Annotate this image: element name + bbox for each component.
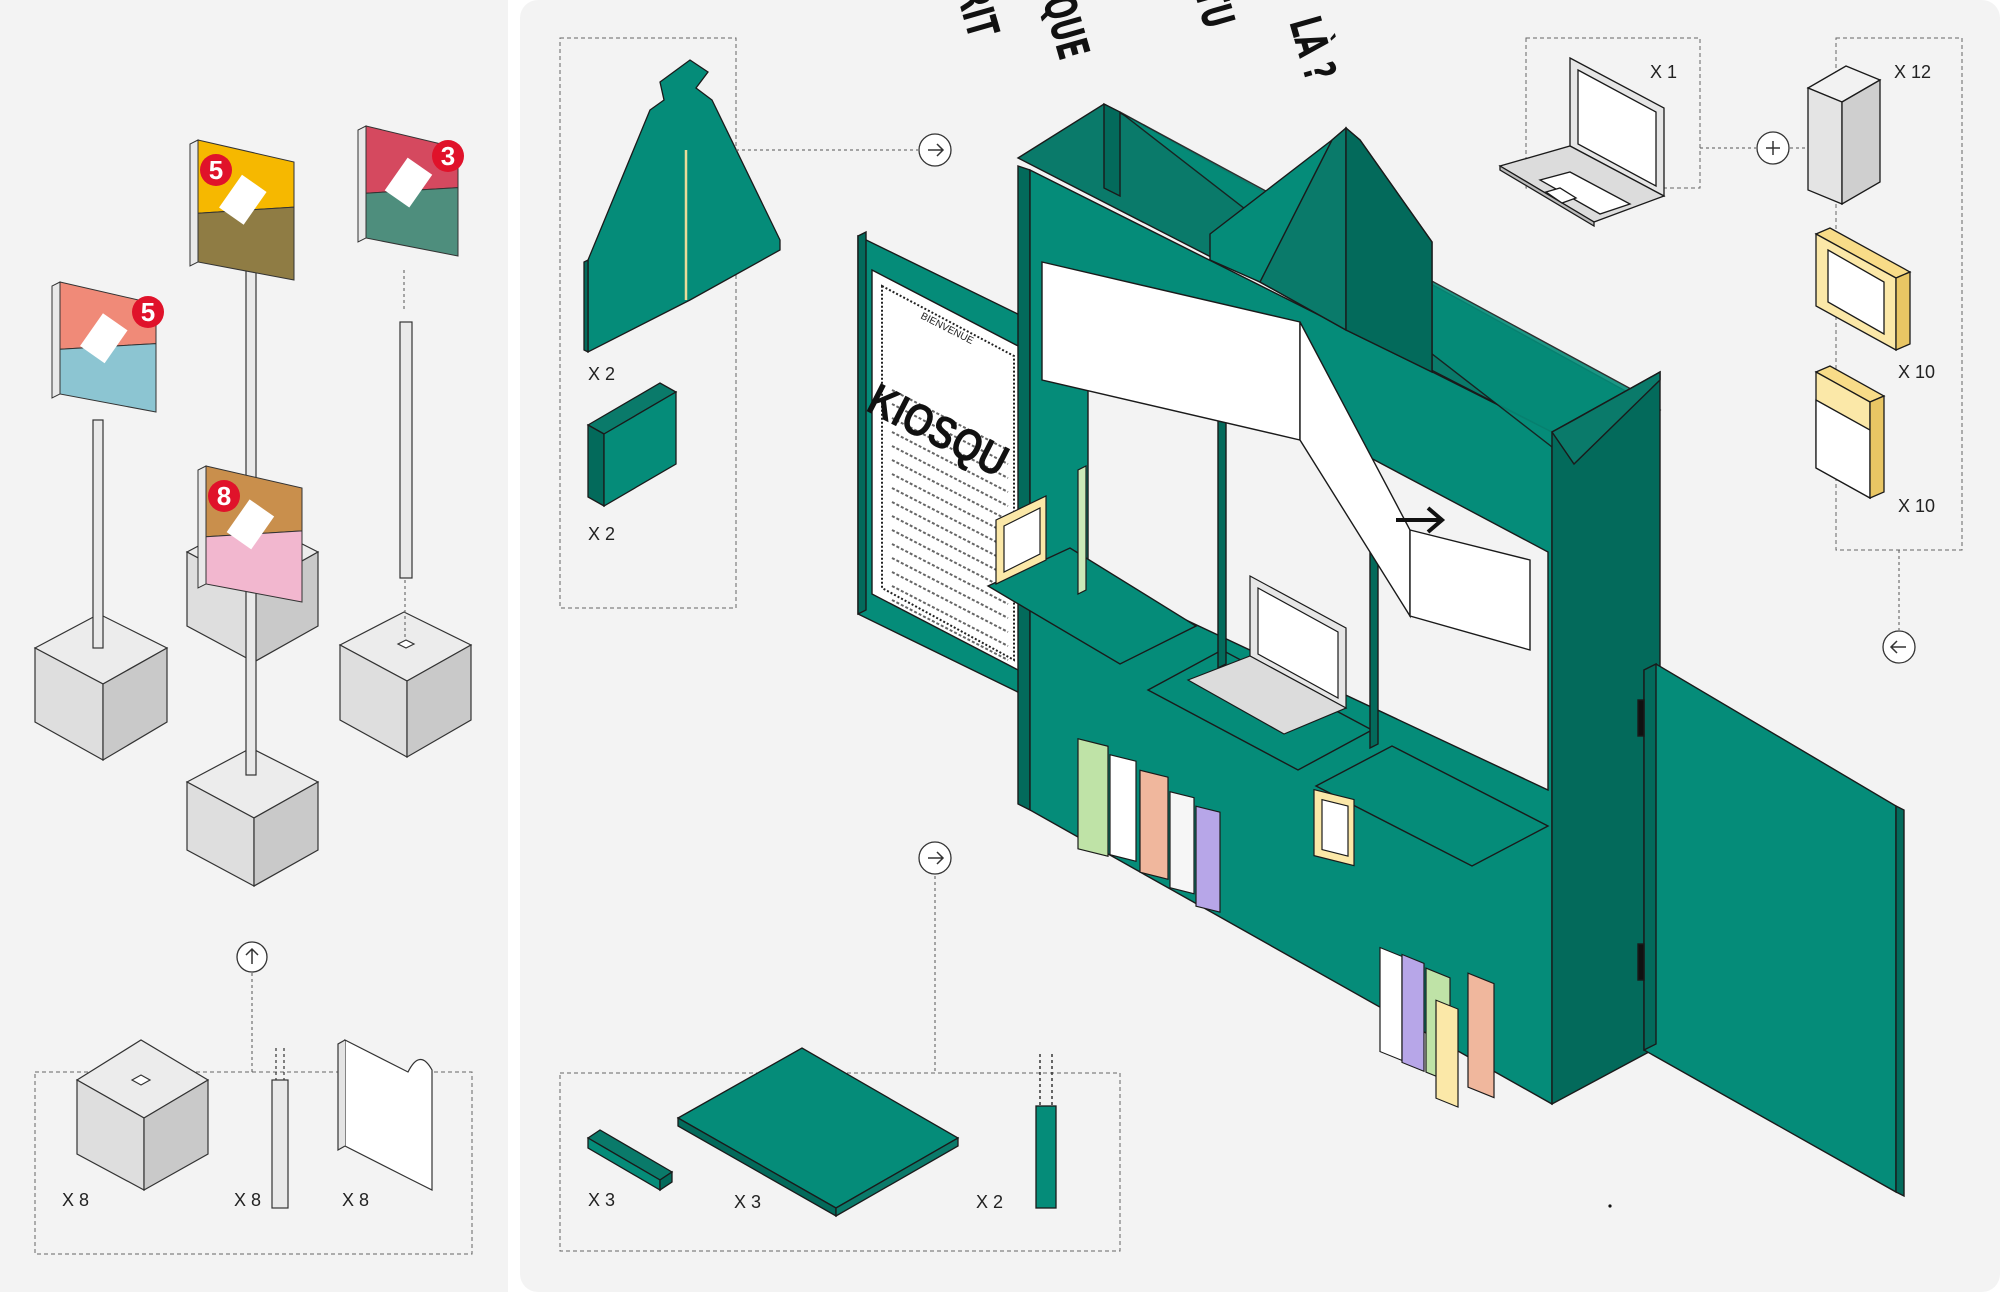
sign-number: 5 xyxy=(209,155,223,185)
sign-board-4: 8 xyxy=(197,465,303,603)
poster-text-line xyxy=(891,529,1009,591)
kiosk-post-icon xyxy=(1035,1054,1057,1209)
poster-text-line xyxy=(891,445,1009,507)
sign-number: 3 xyxy=(441,141,455,171)
poster-text-line xyxy=(891,459,1009,521)
right-door xyxy=(1637,662,1905,1198)
left-parts-box xyxy=(34,1071,473,1255)
banner-arrow-icon xyxy=(1396,506,1446,534)
post-1 xyxy=(92,419,104,649)
block-piece-icon xyxy=(586,382,678,508)
arrow-right-icon[interactable] xyxy=(918,133,952,167)
poster-text-line xyxy=(891,585,1009,647)
dot-marker xyxy=(1608,1204,1612,1208)
sign-number-badge xyxy=(200,154,232,186)
frame-icon xyxy=(1814,227,1912,352)
qty-label-beam: X 3 xyxy=(588,1190,615,1210)
poster-text-line xyxy=(891,389,1009,451)
kiosk-book-salmon xyxy=(1139,769,1169,880)
poster-text-line xyxy=(891,473,1009,535)
poster-text-line xyxy=(891,599,1009,661)
laptop-box xyxy=(1525,37,1701,189)
sign-number: 5 xyxy=(141,297,155,327)
shelf-right xyxy=(1314,745,1550,867)
sign-panel-icon xyxy=(337,1039,433,1191)
laptop-icon xyxy=(1498,56,1666,228)
kiosk-book-purple-2 xyxy=(1401,953,1425,1073)
plus-icon[interactable] xyxy=(1756,131,1790,165)
poster-text-line xyxy=(891,487,1009,549)
sign-board-1: 5 xyxy=(51,281,164,413)
poster-text-line xyxy=(891,431,1009,493)
sign-board-3: 3 xyxy=(357,125,464,257)
sign-assembly: 5 5 3 8 xyxy=(33,125,473,888)
concrete-cube-icon xyxy=(75,1039,210,1192)
kiosk-book-green xyxy=(1077,738,1109,858)
notebook-icon xyxy=(1814,365,1886,500)
kiosk-book-white xyxy=(1109,754,1137,862)
qty-label-block: X 2 xyxy=(588,524,615,544)
poster-text-line xyxy=(891,515,1009,577)
kiosk-left-face xyxy=(1017,165,1031,812)
kiosk-notebook xyxy=(1435,999,1459,1108)
kiosk-book-white-3 xyxy=(1379,946,1403,1062)
qty-label-roof: X 2 xyxy=(588,364,615,384)
qty-label-kiosk-post: X 2 xyxy=(976,1192,1003,1212)
concrete-base-4 xyxy=(185,747,320,888)
sign-number-badge xyxy=(132,296,164,328)
kiosk-book-purple xyxy=(1195,805,1221,913)
kiosk-book-salmon-2 xyxy=(1467,972,1495,1099)
kiosk-book-white-2 xyxy=(1169,790,1195,895)
qty-label-notebook: X 10 xyxy=(1898,496,1935,516)
sign-number-badge xyxy=(432,140,464,172)
poster-text-line xyxy=(891,403,1009,465)
kiosk-window xyxy=(1087,306,1549,792)
beam-piece-icon xyxy=(586,1129,674,1192)
arrow-right-icon-2[interactable] xyxy=(918,841,952,875)
post-icon xyxy=(271,1048,289,1209)
qty-label-cube: X 8 xyxy=(62,1190,89,1210)
post-3 xyxy=(399,321,413,579)
poster-text-line xyxy=(891,501,1009,563)
poster-text-line xyxy=(891,571,1009,633)
kiosk-contents xyxy=(995,465,1495,1108)
sign-number-badge xyxy=(208,480,240,512)
qty-label-frame: X 10 xyxy=(1898,362,1935,382)
concrete-base-3 xyxy=(338,611,473,759)
poster-text-line xyxy=(891,557,1009,619)
poster-text-line xyxy=(891,543,1009,605)
roof-piece-icon xyxy=(583,59,781,354)
poster-text-line xyxy=(891,417,1009,479)
shelf-piece-icon xyxy=(676,1047,960,1218)
slogan-banner: ESPRIT CRITIQUE ES-TU LÀ ? xyxy=(930,0,1531,651)
concrete-base-1 xyxy=(33,613,169,762)
book-icon xyxy=(1806,65,1882,206)
qty-label-post: X 8 xyxy=(234,1190,261,1210)
arrow-left-icon[interactable] xyxy=(1882,630,1916,664)
sign-board-2: 5 xyxy=(189,139,295,281)
qty-label-sign: X 8 xyxy=(342,1190,369,1210)
qty-label-book: X 12 xyxy=(1894,62,1931,82)
qty-label-shelf: X 3 xyxy=(734,1192,761,1212)
sign-number: 8 xyxy=(217,481,231,511)
qty-label-laptop: X 1 xyxy=(1650,62,1677,82)
arrow-up-icon[interactable] xyxy=(236,941,268,973)
roof-parts-box xyxy=(559,37,737,609)
